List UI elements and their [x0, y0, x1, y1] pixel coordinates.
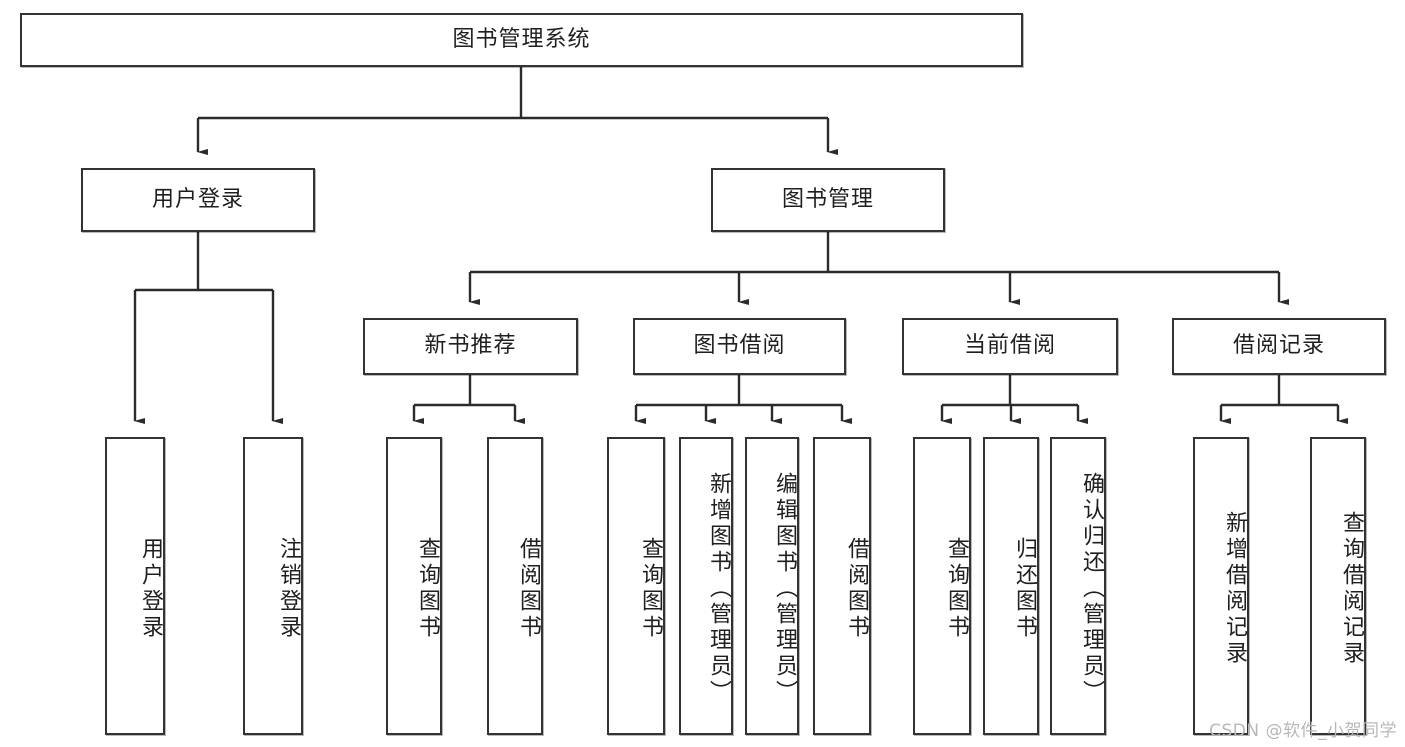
node-book-manage[interactable]: 图书管理 — [711, 168, 945, 232]
node-label-root: 图书管理系统 — [452, 26, 591, 52]
node-leaf-edit-book-admin[interactable]: 编辑图书（管理员） — [745, 437, 799, 735]
node-book-borrow[interactable]: 图书借阅 — [633, 318, 846, 375]
node-user-login[interactable]: 用户登录 — [81, 168, 315, 232]
node-label-leaf-query-record: 查询借阅记录 — [1339, 511, 1364, 667]
node-label-leaf-logout: 注销登录 — [276, 537, 301, 641]
node-leaf-return-book[interactable]: 归还图书 — [983, 437, 1039, 735]
node-root[interactable]: 图书管理系统 — [20, 13, 1023, 67]
node-label-leaf-add-book-admin: 新增图书（管理员） — [706, 472, 731, 706]
node-label-leaf-confirm-return-admin: 确认归还（管理员） — [1079, 472, 1104, 706]
node-label-leaf-borrow-book: 借阅图书 — [844, 537, 869, 641]
node-label-current-borrow: 当前借阅 — [963, 333, 1056, 359]
node-label-new-book-recommend: 新书推荐 — [424, 333, 517, 359]
node-leaf-logout[interactable]: 注销登录 — [243, 437, 303, 735]
node-label-leaf-query-book-rec: 查询图书 — [415, 537, 440, 641]
node-label-user-login: 用户登录 — [151, 186, 244, 212]
node-label-book-borrow: 图书借阅 — [693, 333, 786, 359]
node-leaf-borrow-book[interactable]: 借阅图书 — [813, 437, 871, 735]
node-new-book-recommend[interactable]: 新书推荐 — [363, 318, 578, 375]
node-label-borrow-record: 借阅记录 — [1232, 333, 1325, 359]
node-leaf-query-book-rec[interactable]: 查询图书 — [386, 437, 442, 735]
node-leaf-query-record[interactable]: 查询借阅记录 — [1310, 437, 1366, 735]
node-leaf-confirm-return-admin[interactable]: 确认归还（管理员） — [1050, 437, 1106, 735]
node-leaf-add-record[interactable]: 新增借阅记录 — [1193, 437, 1249, 735]
node-borrow-record[interactable]: 借阅记录 — [1172, 318, 1386, 375]
node-leaf-query-book-borrow[interactable]: 查询图书 — [607, 437, 665, 735]
node-label-leaf-query-book-borrow: 查询图书 — [638, 537, 663, 641]
node-current-borrow[interactable]: 当前借阅 — [902, 318, 1118, 375]
node-leaf-user-login[interactable]: 用户登录 — [105, 437, 165, 735]
node-label-leaf-borrow-book-rec: 借阅图书 — [516, 537, 541, 641]
node-label-leaf-add-record: 新增借阅记录 — [1222, 511, 1247, 667]
watermark-text: CSDN @软件_小贺同学 — [1209, 721, 1397, 741]
node-leaf-query-book-cur[interactable]: 查询图书 — [913, 437, 971, 735]
node-label-leaf-query-book-cur: 查询图书 — [944, 537, 969, 641]
node-label-leaf-edit-book-admin: 编辑图书（管理员） — [772, 472, 797, 706]
node-leaf-add-book-admin[interactable]: 新增图书（管理员） — [679, 437, 733, 735]
node-label-leaf-user-login: 用户登录 — [138, 537, 163, 641]
node-leaf-borrow-book-rec[interactable]: 借阅图书 — [487, 437, 543, 735]
node-label-leaf-return-book: 归还图书 — [1012, 537, 1037, 641]
node-label-book-manage: 图书管理 — [781, 186, 874, 212]
